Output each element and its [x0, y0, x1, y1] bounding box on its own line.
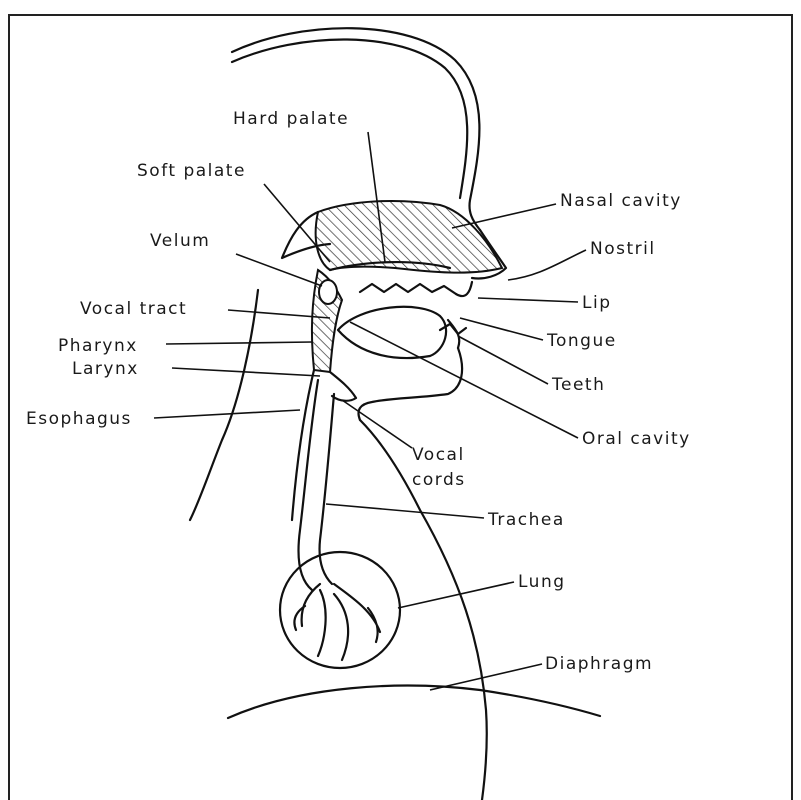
label-pharynx: Pharynx [58, 336, 138, 356]
label-soft-palate: Soft palate [137, 161, 246, 181]
leader-trachea [326, 504, 484, 518]
label-velum: Velum [150, 231, 210, 251]
leader-teeth [458, 336, 548, 384]
label-diaphragm: Diaphragm [545, 654, 653, 674]
label-nasal-cavity: Nasal cavity [560, 191, 682, 211]
label-teeth: Teeth [551, 375, 605, 395]
leader-diaphragm [430, 664, 542, 690]
leader-velum [236, 254, 322, 286]
leader-pharynx [166, 342, 312, 344]
leader-lip [478, 298, 578, 302]
label-esophagus: Esophagus [26, 409, 132, 429]
label-lung: Lung [518, 572, 566, 592]
velum-shape [319, 280, 337, 304]
skull-outline [232, 28, 480, 230]
upper-teeth [360, 284, 456, 294]
leader-nostril [508, 250, 586, 280]
label-larynx: Larynx [72, 359, 139, 379]
leader-nasal-cavity [452, 204, 556, 228]
tongue-outline [338, 307, 446, 358]
label-lip: Lip [582, 293, 612, 313]
upper-lip [456, 282, 472, 296]
label-hard-palate: Hard palate [233, 109, 349, 129]
label-vocal-tract: Vocal tract [80, 299, 187, 319]
label-vocal-cords-line1: Vocal [412, 445, 465, 465]
back-outline [190, 290, 258, 520]
label-oral-cavity: Oral cavity [582, 429, 691, 449]
label-nostril: Nostril [590, 239, 656, 259]
lung-outline [280, 552, 400, 668]
diaphragm-curve [228, 686, 600, 718]
leader-esophagus [154, 410, 300, 418]
lung-bronchi [294, 584, 380, 660]
leader-larynx [172, 368, 320, 376]
label-vocal-cords-line2: cords [412, 470, 466, 490]
trachea-left-wall [299, 380, 319, 590]
label-trachea: Trachea [487, 510, 565, 530]
leader-tongue [460, 318, 543, 340]
label-tongue: Tongue [546, 331, 617, 351]
